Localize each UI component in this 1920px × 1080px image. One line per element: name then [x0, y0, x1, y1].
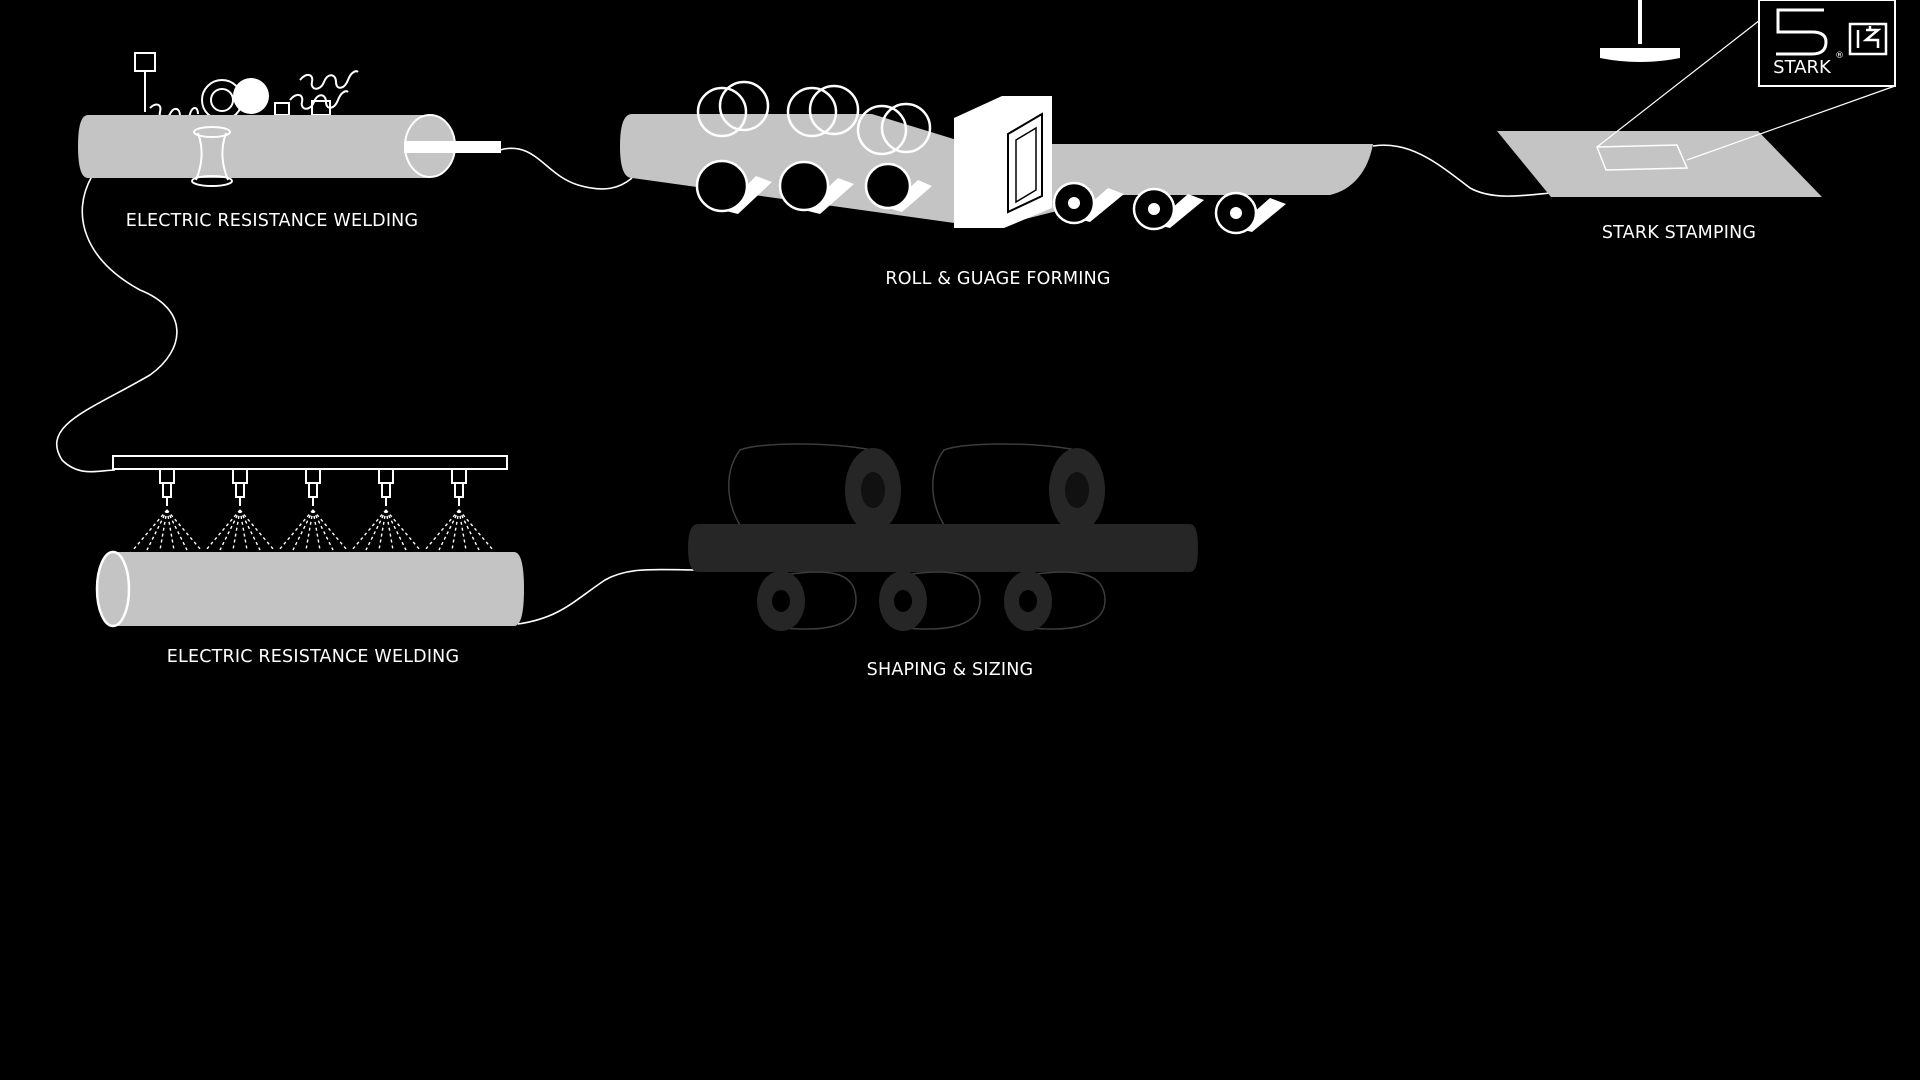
stamping-stage: STARK ® STARK STAMPING: [1497, 0, 1896, 243]
stark-s-logo-icon: [1776, 8, 1828, 56]
forming-roller: [696, 86, 748, 138]
spray-header-bar: [112, 455, 508, 470]
forming-roller: [864, 162, 912, 210]
shaping-upper-rollers: [728, 443, 1105, 532]
shaping-label: SHAPING & SIZING: [867, 660, 1034, 680]
wire-erw-to-cooling: [55, 175, 178, 473]
forming-rollers-top: [696, 80, 932, 156]
stamping-label: STARK STAMPING: [1602, 223, 1756, 243]
forming-roller: [695, 159, 749, 213]
spray-nozzle-icon: [451, 469, 467, 506]
spray-nozzles: [132, 469, 494, 551]
erw-bottom-label: ELECTRIC RESISTANCE WELDING: [167, 647, 460, 667]
shaping-pipe: [688, 524, 1198, 572]
wire-cooling-to-shaping: [517, 568, 699, 625]
gauge-die: [954, 96, 1052, 228]
spray-nozzle-icon: [159, 469, 175, 506]
spray-nozzle-icon: [305, 469, 321, 506]
zoom-lines: [1596, 19, 1896, 161]
roll-forming-stage: ROLL & GUAGE FORMING: [620, 80, 1373, 289]
erw-bottom-pipe: [113, 552, 524, 626]
logo-registered: ®: [1835, 51, 1844, 61]
logo-brand-text: STARK: [1773, 57, 1832, 78]
stamp-mark: [1595, 144, 1689, 171]
press-icon: [1600, 0, 1680, 62]
shaping-stage: SHAPING & SIZING: [688, 443, 1198, 680]
erw-top-strip: [404, 141, 501, 153]
weld-ball-icon: [233, 78, 269, 114]
stamping-plate: [1497, 131, 1822, 197]
spring-coil-icon: [149, 103, 199, 123]
spring-coil-icon-2: [289, 70, 359, 110]
forming-roller: [786, 86, 838, 138]
spray-nozzle-icon: [232, 469, 248, 506]
spray-fan: [205, 509, 275, 551]
isi-mark-icon: [1848, 22, 1888, 56]
sizing-rollers: [1052, 181, 1286, 235]
erw-bottom-stage: ELECTRIC RESISTANCE WELDING: [95, 455, 524, 667]
erw-bottom-pipe-end: [95, 550, 131, 628]
stark-logo: STARK ®: [1758, 0, 1896, 87]
forming-roller: [856, 104, 908, 156]
spray-fan: [132, 509, 202, 551]
connector-wires: [55, 144, 1551, 625]
erw-top-pipe: [78, 115, 430, 178]
forming-rollers-bottom: [695, 159, 932, 214]
spray-fan: [278, 509, 348, 551]
spray-fan: [424, 509, 494, 551]
shaping-lower-rollers: [757, 571, 1106, 631]
electrode-ring-icon: [191, 126, 233, 187]
erw-top-stage: ELECTRIC RESISTANCE WELDING: [78, 52, 501, 231]
wire-erw-to-rolling: [499, 147, 633, 190]
forming-roller: [778, 160, 830, 212]
roll-forming-label: ROLL & GUAGE FORMING: [885, 269, 1110, 289]
erw-top-label: ELECTRIC RESISTANCE WELDING: [126, 211, 419, 231]
spray-nozzle-icon: [378, 469, 394, 506]
spray-fan: [351, 509, 421, 551]
wire-rolling-to-stamping: [1372, 144, 1551, 197]
